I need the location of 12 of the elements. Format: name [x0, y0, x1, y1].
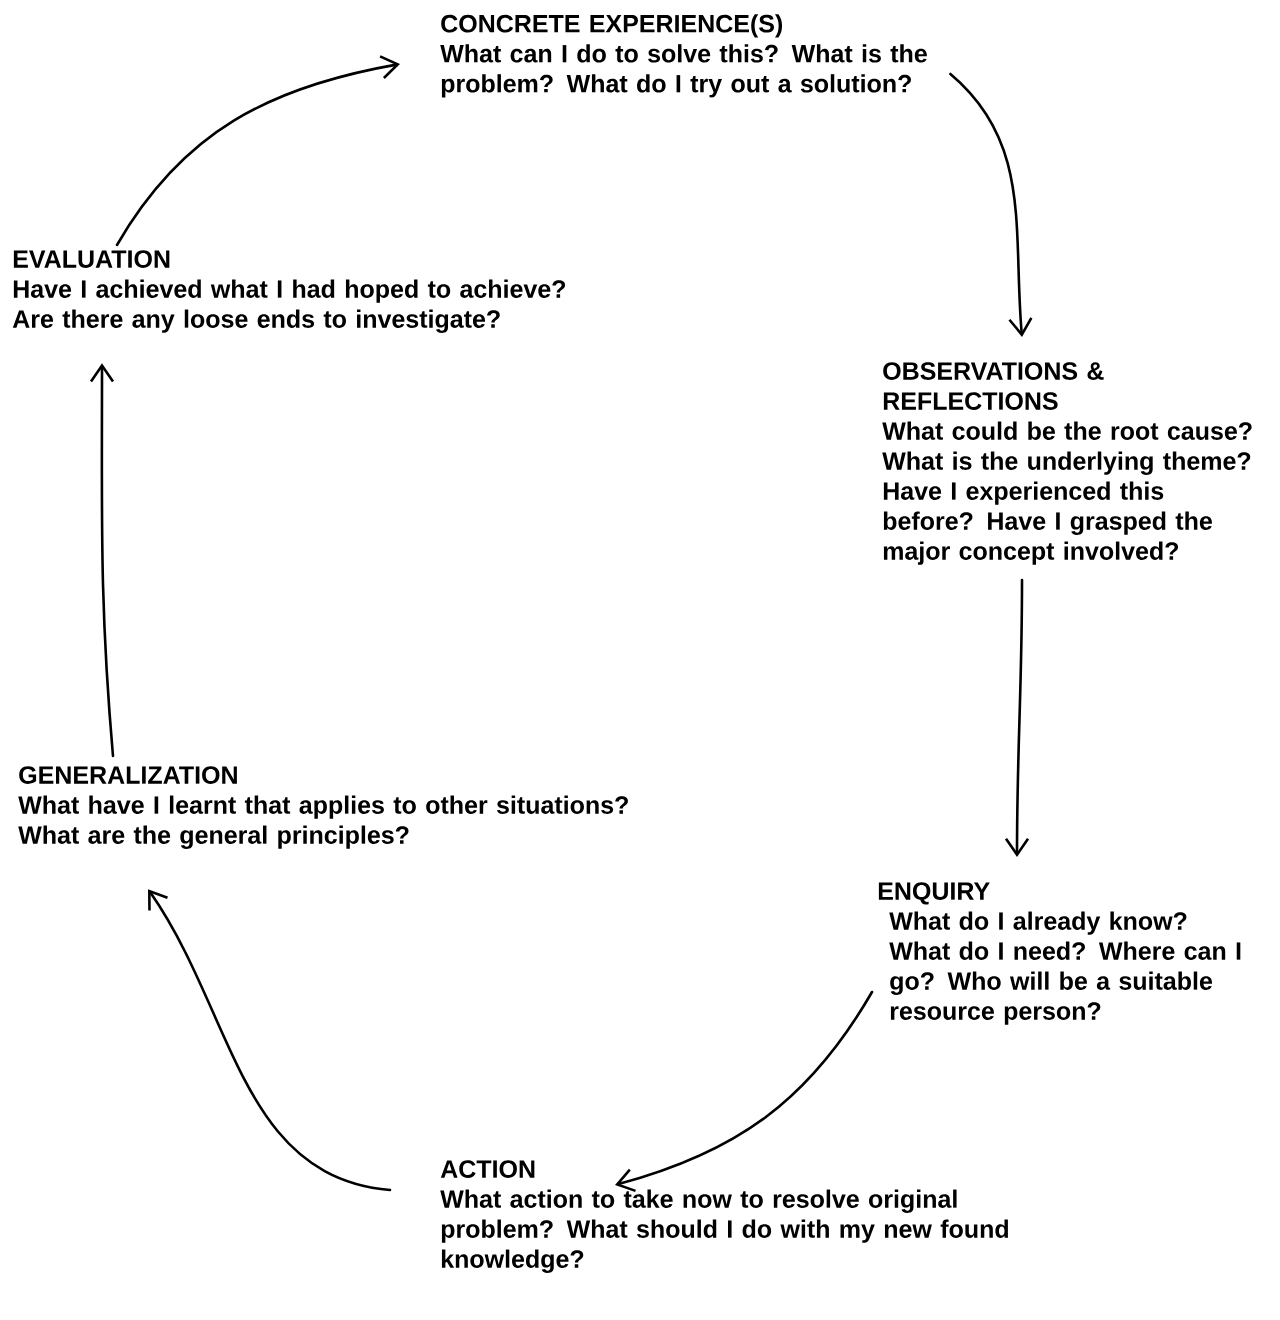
arrow — [615, 990, 874, 1193]
stage-text: EVALUATION Have I achieved what I had hoped to achieve? Are there any loose ends to investigate? — [12, 250, 566, 333]
stage-text: ACTION What action to take now to resolve original problem? What should I do with my new found knowledge? — [440, 1160, 1008, 1273]
stage-text: CONCRETE EXPERIENCE(S) What can I do to solve this? What is the problem? What do I try out a solution? — [440, 14, 927, 98]
stage-text: GENERALIZATION What have I learnt that applies to other situations? What are the general principles? — [18, 766, 628, 849]
stage-text: OBSERVATIONS & REFLECTIONS What could be the root cause? What is the underlying theme? Have I experienced this before? Have I grasped the major concept involved? — [882, 362, 1252, 565]
arrow — [89, 363, 115, 758]
arrow — [148, 889, 392, 1192]
arrow — [115, 55, 400, 247]
arrow — [1004, 578, 1030, 857]
arrow — [949, 72, 1033, 337]
stage-text: ENQUIRY What do I already know? What do I need? Where can I go? Who will be a suitable resource person? — [878, 882, 1241, 1025]
